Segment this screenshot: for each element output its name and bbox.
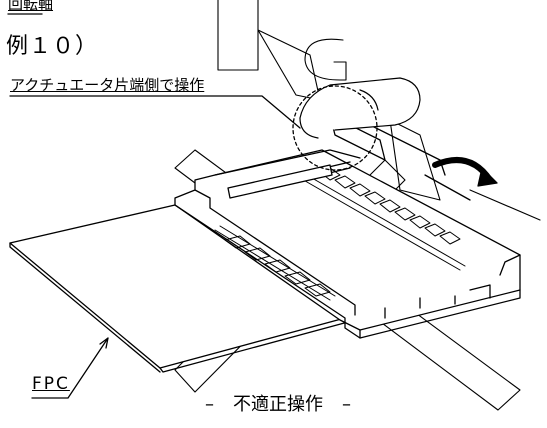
finger-pressing-icon	[299, 77, 421, 139]
rotation-arrow-icon	[432, 157, 498, 187]
caption-dash-left: –	[205, 394, 214, 415]
watermark-letter-N	[217, 0, 259, 71]
fpc-leader-arrowhead	[99, 337, 109, 349]
highlight-circle	[292, 85, 378, 171]
caption-dash-right: –	[342, 394, 351, 415]
actuator-bar	[227, 114, 471, 201]
fpc-label: FPC	[32, 374, 70, 394]
contact-pins-lower	[214, 225, 336, 301]
watermark-letter-G	[304, 38, 347, 81]
fpc-cable	[9, 204, 349, 373]
contact-pins-upper	[299, 167, 466, 271]
watermark-letter-F	[469, 189, 541, 221]
caption-text: 不適正操作	[233, 394, 323, 415]
example-number-label: 例１０）	[6, 34, 99, 59]
watermark-letter-I	[389, 119, 441, 201]
caption-line: –不適正操作–	[205, 396, 351, 414]
actuator-note-label: アクチュエータ片端側で操作	[10, 76, 205, 94]
watermark-letter-W	[257, 29, 321, 101]
rotation-axis-label: 回転軸	[8, 0, 54, 13]
actuator-leader-line	[9, 95, 301, 129]
fpc-leader-line	[31, 337, 109, 399]
